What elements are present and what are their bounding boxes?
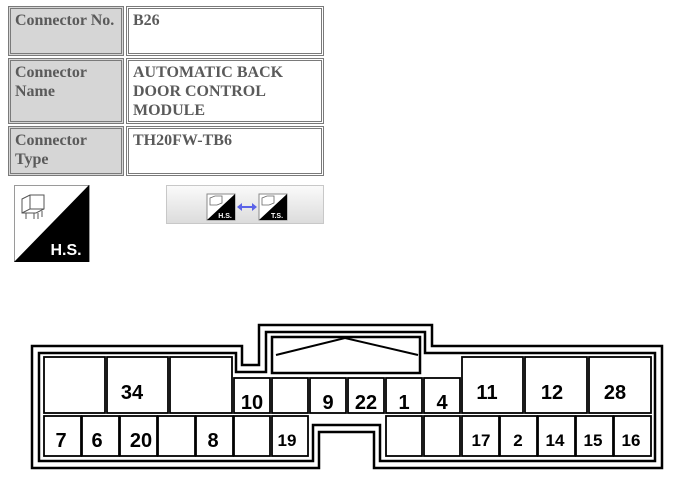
pin-cavity bbox=[524, 356, 588, 414]
harness-side-icon: H.S. bbox=[14, 185, 90, 267]
connector-number-value: B26 bbox=[126, 6, 324, 56]
pin-cavity bbox=[575, 415, 614, 457]
connector-sketch-icon bbox=[21, 194, 45, 219]
pin-cavity bbox=[537, 415, 576, 457]
pin-number: 28 bbox=[604, 382, 626, 404]
pin-cavity bbox=[423, 377, 461, 414]
pin-number: 16 bbox=[622, 431, 641, 450]
pin-cavity bbox=[169, 356, 233, 414]
pin-number: 20 bbox=[130, 430, 152, 452]
pin-number: 4 bbox=[436, 392, 448, 414]
pin-cavity bbox=[461, 415, 500, 457]
connector-number-label: Connector No. bbox=[8, 6, 124, 56]
pin-cavity bbox=[43, 356, 106, 414]
pin-cavity bbox=[157, 415, 196, 457]
pin-number: 34 bbox=[121, 382, 144, 404]
pin-cavity bbox=[233, 415, 271, 457]
pin-cavity bbox=[385, 415, 423, 457]
pin-numbers: 34 10 9 22 1 4 11 12 28 7 6 20 8 19 17 2… bbox=[55, 382, 640, 452]
pin-number: 11 bbox=[476, 382, 497, 404]
pin-number: 19 bbox=[278, 431, 297, 450]
pin-number: 14 bbox=[546, 431, 565, 450]
pin-cavity bbox=[423, 415, 461, 457]
pin-number: 10 bbox=[241, 392, 263, 414]
pin-cavity bbox=[271, 415, 309, 457]
hs-mini-icon: H.S. bbox=[206, 193, 236, 221]
pin-number: 17 bbox=[472, 431, 491, 450]
pin-cavities bbox=[43, 356, 652, 457]
pin-cavity bbox=[385, 377, 423, 414]
pin-number: 8 bbox=[207, 430, 218, 452]
pin-cavity bbox=[119, 415, 158, 457]
connector-type-value: TH20FW-TB6 bbox=[126, 126, 324, 176]
pin-cavity bbox=[233, 377, 271, 414]
harness-side-label: H.S. bbox=[50, 242, 81, 259]
pin-number: 12 bbox=[541, 382, 563, 404]
lock-latch-ramp bbox=[275, 336, 419, 356]
housing-outer-outline bbox=[30, 323, 664, 470]
pin-cavity bbox=[43, 415, 82, 457]
pin-number: 22 bbox=[355, 392, 377, 414]
connector-name-value: AUTOMATIC BACK DOOR CONTROL MODULE bbox=[126, 58, 324, 124]
double-arrow-icon bbox=[237, 203, 257, 211]
pin-number: 15 bbox=[584, 431, 603, 450]
pin-number: 9 bbox=[322, 392, 333, 414]
pin-number: 6 bbox=[91, 430, 102, 452]
connector-name-label: Connector Name bbox=[8, 58, 124, 124]
pin-cavity bbox=[195, 415, 234, 457]
view-switch-button[interactable]: H.S. T.S. bbox=[166, 185, 324, 224]
pin-cavity bbox=[271, 377, 309, 414]
pin-cavity bbox=[81, 415, 120, 457]
pin-number: 7 bbox=[55, 430, 66, 452]
connector-type-label: Connector Type bbox=[8, 126, 124, 176]
hs-mini-label: H.S. bbox=[218, 213, 232, 220]
connector-housing bbox=[30, 323, 664, 470]
ts-mini-icon: T.S. bbox=[258, 193, 288, 221]
pin-cavity bbox=[106, 356, 169, 414]
pin-number: 1 bbox=[398, 392, 409, 414]
pin-cavity bbox=[309, 377, 347, 414]
housing-inner-outline bbox=[37, 330, 657, 463]
lock-latch bbox=[270, 335, 422, 375]
ts-mini-label: T.S. bbox=[271, 213, 283, 220]
pin-cavity bbox=[347, 377, 385, 414]
pin-cavity bbox=[613, 415, 652, 457]
pin-cavity bbox=[499, 415, 538, 457]
pin-cavity bbox=[461, 356, 524, 414]
pin-cavity bbox=[588, 356, 652, 414]
pin-number: 2 bbox=[513, 431, 522, 450]
